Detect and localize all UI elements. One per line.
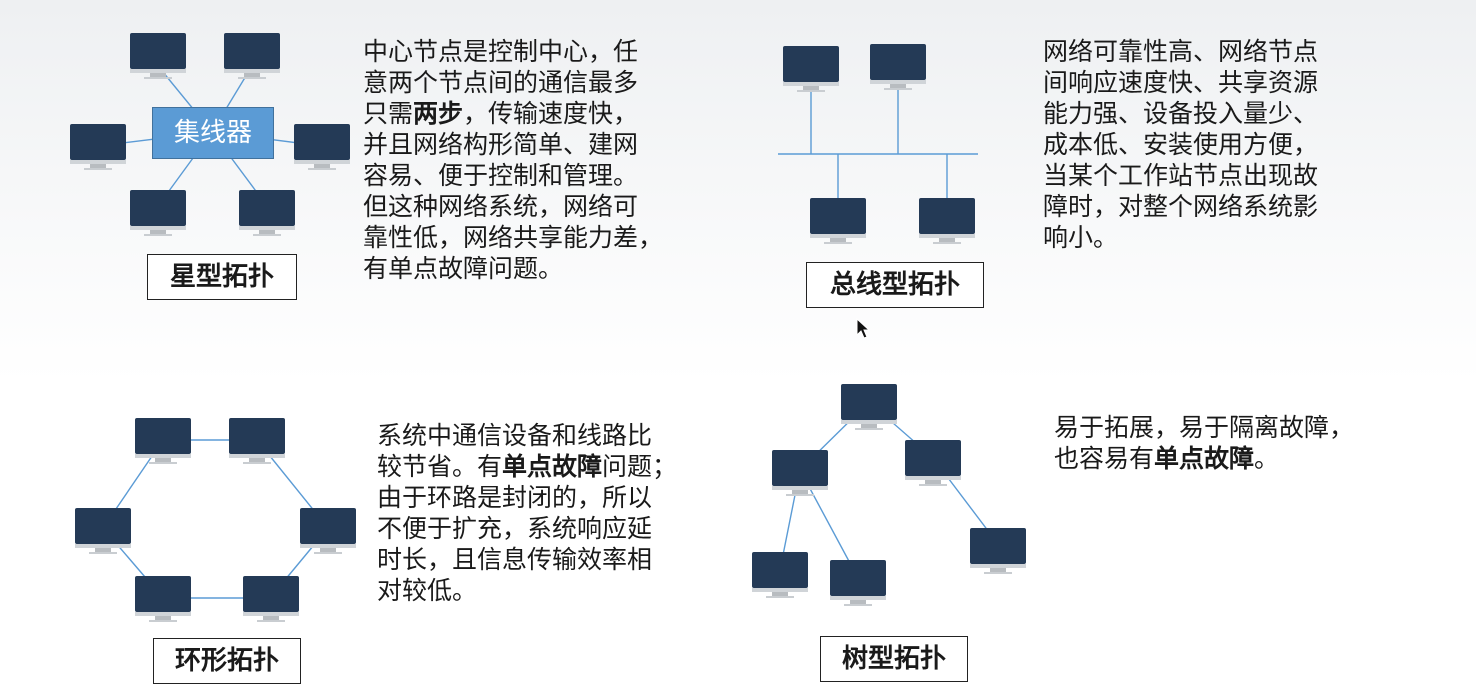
computer-icon (830, 560, 886, 606)
description-text: 较节省。有 (377, 452, 503, 481)
description-line: 意两个节点间的通信最多 (363, 68, 639, 97)
computer-icon (75, 508, 131, 554)
computer-icon (772, 450, 828, 496)
description-line: 较节省。有单点故障问题； (377, 451, 677, 482)
computer-icon (752, 552, 808, 598)
description-line: 但这种网络系统，网络可 (363, 192, 639, 221)
tree-topology-title: 树型拓扑 (820, 636, 968, 682)
description-text: 也容易有 (1054, 444, 1155, 473)
description-text: 。 (1254, 444, 1280, 473)
description-line: 障时，对整个网络系统影 (1043, 192, 1319, 221)
star-topology-title: 星型拓扑 (147, 254, 297, 300)
computer-icon (135, 576, 191, 622)
emphasis-text: 两步 (413, 99, 464, 128)
bus-topology-description: 网络可靠性高、网络节点间响应速度快、共享资源能力强、设备投入量少、成本低、安装使… (1043, 36, 1318, 253)
description-line: 系统中通信设备和线路比 (377, 421, 653, 450)
description-line: 容易、便于控制和管理。 (363, 161, 639, 190)
computer-icon (841, 384, 897, 430)
description-line: 并且网络构形简单、建网 (363, 130, 639, 159)
description-line: 响小。 (1043, 223, 1119, 252)
ring-topology-description: 系统中通信设备和线路比较节省。有单点故障问题；由于环路是封闭的，所以不便于扩充，… (377, 420, 677, 606)
description-line: 对较低。 (377, 576, 478, 605)
emphasis-text: 单点故障 (1154, 444, 1255, 473)
description-line: 也容易有单点故障。 (1054, 443, 1354, 474)
computer-icon (294, 124, 350, 170)
computer-icon (243, 576, 299, 622)
mouse-pointer-icon (856, 318, 871, 339)
description-text: 只需 (363, 99, 414, 128)
computer-icon (130, 33, 186, 79)
description-text: 问题； (602, 452, 678, 481)
computer-icon (970, 528, 1026, 574)
description-line: 成本低、安装使用方便， (1043, 130, 1319, 159)
description-line: 网络可靠性高、网络节点 (1043, 37, 1319, 66)
description-line: 不便于扩充，系统响应延 (377, 514, 653, 543)
star-topology-description: 中心节点是控制中心，任意两个节点间的通信最多只需两步，传输速度快，并且网络构形简… (363, 36, 663, 284)
tree-topology-description: 易于拓展，易于隔离故障，也容易有单点故障。 (1054, 412, 1354, 474)
computer-icon (239, 190, 295, 236)
description-line: 由于环路是封闭的，所以 (377, 483, 653, 512)
computer-icon (783, 46, 839, 92)
computer-icon (870, 44, 926, 90)
description-line: 时长，且信息传输效率相 (377, 545, 653, 574)
computer-icon (300, 508, 356, 554)
emphasis-text: 单点故障 (502, 452, 603, 481)
description-line: 易于拓展，易于隔离故障， (1054, 413, 1355, 442)
description-text: ，传输速度快， (463, 99, 639, 128)
bus-topology-title: 总线型拓扑 (806, 262, 984, 308)
computer-icon (229, 418, 285, 464)
description-line: 靠性低，网络共享能力差， (363, 223, 664, 252)
computer-icon (810, 198, 866, 244)
description-line: 能力强、设备投入量少、 (1043, 99, 1319, 128)
computer-icon (130, 190, 186, 236)
description-line: 间响应速度快、共享资源 (1043, 68, 1319, 97)
hub-box: 集线器 (152, 107, 274, 159)
description-line: 当某个工作站节点出现故 (1043, 161, 1319, 190)
description-line: 只需两步，传输速度快， (363, 98, 663, 129)
computer-icon (70, 124, 126, 170)
computer-icon (919, 198, 975, 244)
computer-icon (905, 440, 961, 486)
computer-icon (135, 418, 191, 464)
description-line: 有单点故障问题。 (363, 254, 564, 283)
description-line: 中心节点是控制中心，任 (363, 37, 639, 66)
ring-topology-title: 环形拓扑 (153, 638, 301, 684)
computer-icon (224, 33, 280, 79)
